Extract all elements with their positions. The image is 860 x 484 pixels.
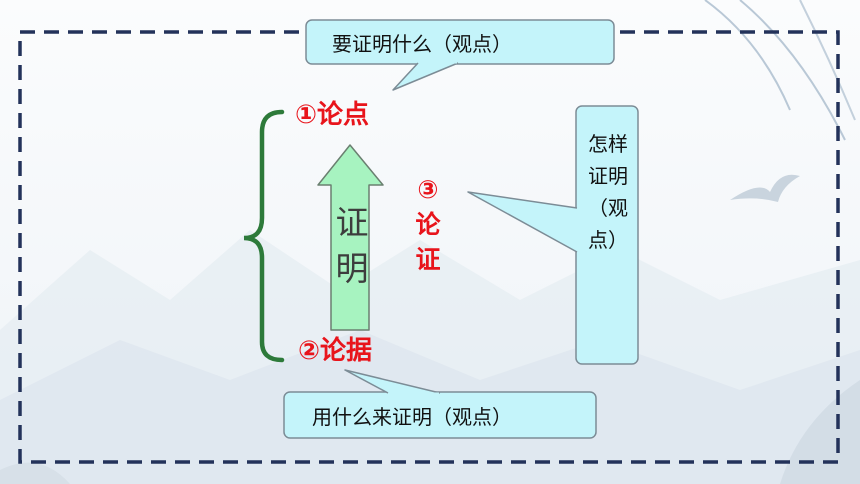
proof-label-char: 论 [415, 210, 441, 239]
up-arrow-icon [317, 144, 384, 331]
proof-label-char: ③ [417, 175, 439, 204]
side-text-line: 证明 [588, 164, 628, 188]
callout-side-text: 怎样 证明 （观 点） [580, 128, 636, 256]
arrow-label: 证 明 [332, 200, 372, 292]
side-text-line: （观 [588, 196, 628, 220]
node-argumentation: ③ 论 证 [410, 172, 446, 277]
callout-top-text: 要证明什么（观点） [332, 32, 512, 56]
arrow-label-char: 证 [335, 203, 369, 242]
callout-bottom-text: 用什么来证明（观点） [312, 405, 512, 429]
node-evidence: ②论据 [298, 336, 373, 366]
node-thesis: ①论点 [295, 100, 370, 130]
callout-bottom-shape [283, 369, 597, 439]
side-text-line: 怎样 [588, 132, 628, 156]
proof-label-char: 证 [415, 245, 441, 274]
callout-top-shape [305, 19, 615, 91]
side-text-line: 点） [588, 228, 628, 252]
callout-side-shape [467, 105, 639, 365]
curly-brace [243, 109, 285, 363]
arrow-label-char: 明 [335, 249, 369, 288]
